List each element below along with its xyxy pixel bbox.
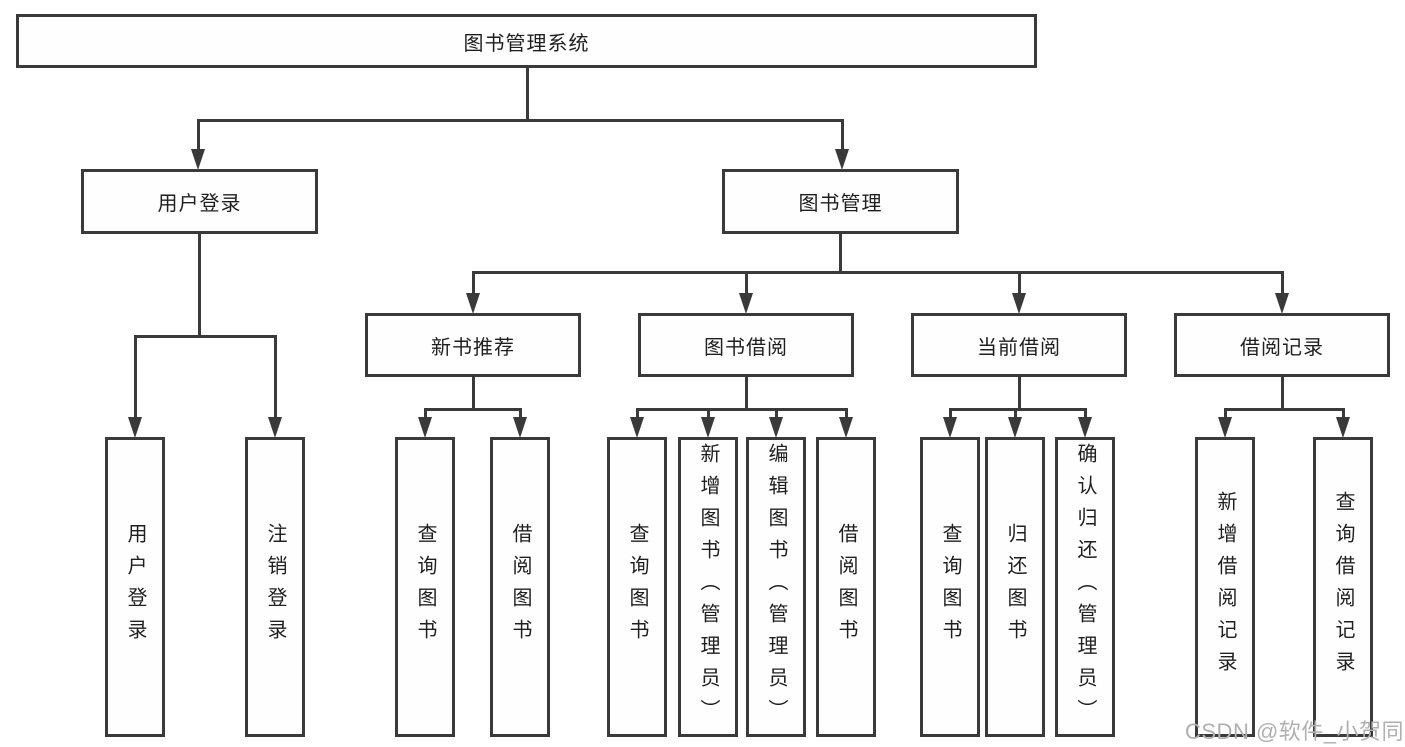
watermark: CSDN @软件_小贺同学 [1185,719,1405,744]
connector-drop [1224,408,1227,419]
connector-bookborrow-bar [636,408,848,411]
arrowhead-down-icon [128,417,142,438]
connector-drop [845,408,848,419]
arrowhead-down-icon [268,417,282,438]
connector-root-stem [526,68,529,119]
leaf-borrow-books-borrow: 借阅图书 [816,437,876,737]
connector-bookborrow-stem [745,377,748,408]
connector-records-stem [1281,377,1284,408]
connector-newbook-bar [424,408,522,411]
arrowhead-down-icon [1012,293,1026,314]
connector-drop [1084,408,1087,419]
arrowhead-down-icon [943,417,957,438]
leaf-edit-books-admin: 编辑图书（管理员） [746,437,806,737]
arrowhead-down-icon [739,293,753,314]
connector-drop [636,408,639,419]
leaf-query-books-borrow: 查询图书 [607,437,667,737]
connector-newbook-stem [472,377,475,408]
connector-drop [1018,271,1021,295]
connector-drop [197,119,200,151]
connector-drop [841,119,844,151]
connector-drop [424,408,427,419]
node-book-borrow: 图书借阅 [638,313,854,377]
arrowhead-down-icon [513,417,527,438]
connector-drop [134,335,137,419]
connector-drop [1281,271,1284,295]
connector-drop [472,271,475,295]
connector-drop [707,408,710,419]
connector-currentborrow-stem [1018,377,1021,408]
connector-login-bar [134,335,277,338]
arrowhead-down-icon [835,149,849,170]
connector-root-bar [197,119,844,122]
arrowhead-down-icon [1078,417,1092,438]
leaf-logout: 注销登录 [245,437,305,737]
leaf-query-books-recommend: 查询图书 [395,437,455,737]
connector-drop [1342,408,1345,419]
connector-bookmgmt-bar [472,271,1284,274]
arrowhead-down-icon [701,417,715,438]
node-new-book-recommend: 新书推荐 [365,313,581,377]
connector-currentborrow-bar [949,408,1087,411]
arrowhead-down-icon [1008,417,1022,438]
leaf-confirm-return-admin: 确认归还（管理员） [1055,437,1115,737]
arrowhead-down-icon [839,417,853,438]
node-book-management: 图书管理 [722,169,959,234]
connector-records-bar [1224,408,1345,411]
leaf-add-books-admin: 新增图书（管理员） [678,437,738,737]
leaf-query-books-current: 查询图书 [920,437,980,737]
arrowhead-down-icon [1336,417,1350,438]
node-root: 图书管理系统 [16,14,1037,68]
arrowhead-down-icon [1218,417,1232,438]
connector-drop [745,271,748,295]
leaf-borrow-books-recommend: 借阅图书 [490,437,550,737]
connector-bookmgmt-stem [839,234,842,271]
arrowhead-down-icon [630,417,644,438]
arrowhead-down-icon [191,149,205,170]
connector-drop [949,408,952,419]
arrowhead-down-icon [466,293,480,314]
node-user-login: 用户登录 [81,169,318,234]
connector-drop [1014,408,1017,419]
leaf-add-borrow-record: 新增借阅记录 [1195,437,1255,737]
arrowhead-down-icon [418,417,432,438]
arrowhead-down-icon [1275,293,1289,314]
node-current-borrow: 当前借阅 [911,313,1127,377]
leaf-return-books: 归还图书 [985,437,1045,737]
connector-drop [775,408,778,419]
connector-drop [519,408,522,419]
connector-login-stem [198,234,201,335]
node-borrow-records: 借阅记录 [1174,313,1390,377]
connector-drop [274,335,277,419]
arrowhead-down-icon [769,417,783,438]
leaf-query-borrow-record: 查询借阅记录 [1313,437,1373,737]
leaf-user-login: 用户登录 [105,437,165,737]
